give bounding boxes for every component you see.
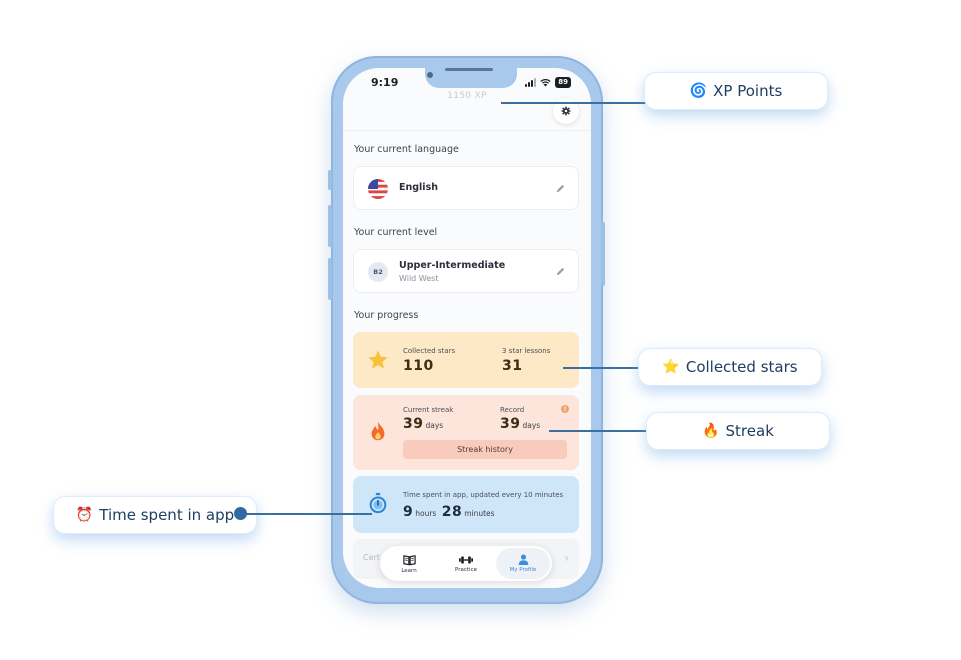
level-section-title: Your current level xyxy=(354,227,438,238)
three-star-lessons-label: 3 star lessons xyxy=(502,347,551,355)
three-star-lessons-value: 31 xyxy=(502,358,523,374)
streak-history-button[interactable]: Streak history xyxy=(403,440,567,459)
record-label: Record xyxy=(500,406,525,414)
edit-icon[interactable] xyxy=(555,266,566,277)
nav-learn-label: Learn xyxy=(401,567,417,574)
collected-stars-value: 110 xyxy=(403,358,434,374)
time-spent-callout: ⏰ Time spent in app xyxy=(53,496,257,534)
stopwatch-icon xyxy=(369,492,387,514)
book-icon xyxy=(402,554,416,565)
fire-callout-icon: 🔥 xyxy=(702,423,720,439)
phone-power-button xyxy=(601,222,605,286)
camera-icon xyxy=(427,72,433,78)
xp-connector-line xyxy=(501,102,659,104)
header-divider xyxy=(343,130,591,131)
nav-learn[interactable]: Learn xyxy=(382,548,436,579)
record-unit: days xyxy=(522,421,541,430)
hours-unit: hours xyxy=(415,509,437,518)
collected-stars-callout: ⭐ Collected stars xyxy=(638,348,822,386)
collected-stars-label: Collected stars xyxy=(403,347,456,355)
stars-card: Collected stars 110 3 star lessons 31 xyxy=(353,332,579,388)
status-indicators: 89 xyxy=(525,77,571,88)
time-connector-dot xyxy=(234,507,247,520)
nav-my-profile-label: My Profile xyxy=(509,567,537,573)
phone-volume-down xyxy=(328,258,332,300)
level-subtitle: Wild West xyxy=(399,274,439,283)
certificate-label: Cert xyxy=(363,553,380,562)
phone-screen: 9:19 89 1150 XP xyxy=(343,68,591,588)
language-card[interactable]: English xyxy=(353,166,579,210)
xp-points: 1150 XP xyxy=(447,91,487,101)
stars-connector-line xyxy=(563,367,655,369)
progress-section-title: Your progress xyxy=(354,310,419,321)
current-streak-unit: days xyxy=(425,421,444,430)
phone-side-button xyxy=(328,170,332,190)
chevron-right-icon: › xyxy=(564,551,569,565)
status-time: 9:19 xyxy=(371,76,399,89)
minutes-unit: minutes xyxy=(464,509,495,518)
nav-practice-label: Practice xyxy=(455,566,477,573)
star-icon xyxy=(368,350,388,369)
dumbbell-icon xyxy=(459,556,473,563)
phone-volume-up xyxy=(328,205,332,247)
signal-icon xyxy=(525,78,537,87)
time-connector-line xyxy=(240,513,372,515)
star-callout-icon: ⭐ xyxy=(662,359,680,375)
language-name: English xyxy=(399,182,438,193)
level-badge: B2 xyxy=(368,262,388,282)
wifi-icon xyxy=(540,79,551,87)
fire-icon xyxy=(371,421,385,441)
person-icon xyxy=(518,554,528,565)
level-card[interactable]: B2 Upper-Intermediate Wild West xyxy=(353,249,579,293)
speaker-grille xyxy=(445,68,493,71)
time-spent-callout-label: Time spent in app xyxy=(99,506,235,524)
current-streak-label: Current streak xyxy=(403,406,454,414)
time-card: Time spent in app, updated every 10 minu… xyxy=(353,476,579,533)
xp-points-callout: 🌀 XP Points xyxy=(644,72,828,110)
xp-points-callout-label: XP Points xyxy=(713,82,783,100)
collected-stars-callout-label: Collected stars xyxy=(685,358,798,376)
nav-practice[interactable]: Practice xyxy=(439,548,493,579)
battery-icon: 89 xyxy=(555,77,571,88)
alarm-clock-icon: ⏰ xyxy=(75,507,94,523)
gear-icon xyxy=(561,106,571,116)
edit-icon[interactable] xyxy=(555,183,566,194)
level-name: Upper-Intermediate xyxy=(399,260,506,271)
bottom-navigation: Learn Practice My Profile xyxy=(380,546,552,581)
streak-callout: 🔥 Streak xyxy=(646,412,830,450)
streak-connector-line xyxy=(549,430,661,432)
streak-callout-label: Streak xyxy=(725,422,774,440)
us-flag-icon xyxy=(368,179,388,199)
nav-my-profile[interactable]: My Profile xyxy=(496,548,550,579)
language-section-title: Your current language xyxy=(354,144,459,155)
info-icon[interactable]: ! xyxy=(561,405,569,413)
dynamic-island xyxy=(425,68,517,88)
cyclone-icon: 🌀 xyxy=(689,83,708,99)
time-spent-label: Time spent in app, updated every 10 minu… xyxy=(403,491,564,499)
